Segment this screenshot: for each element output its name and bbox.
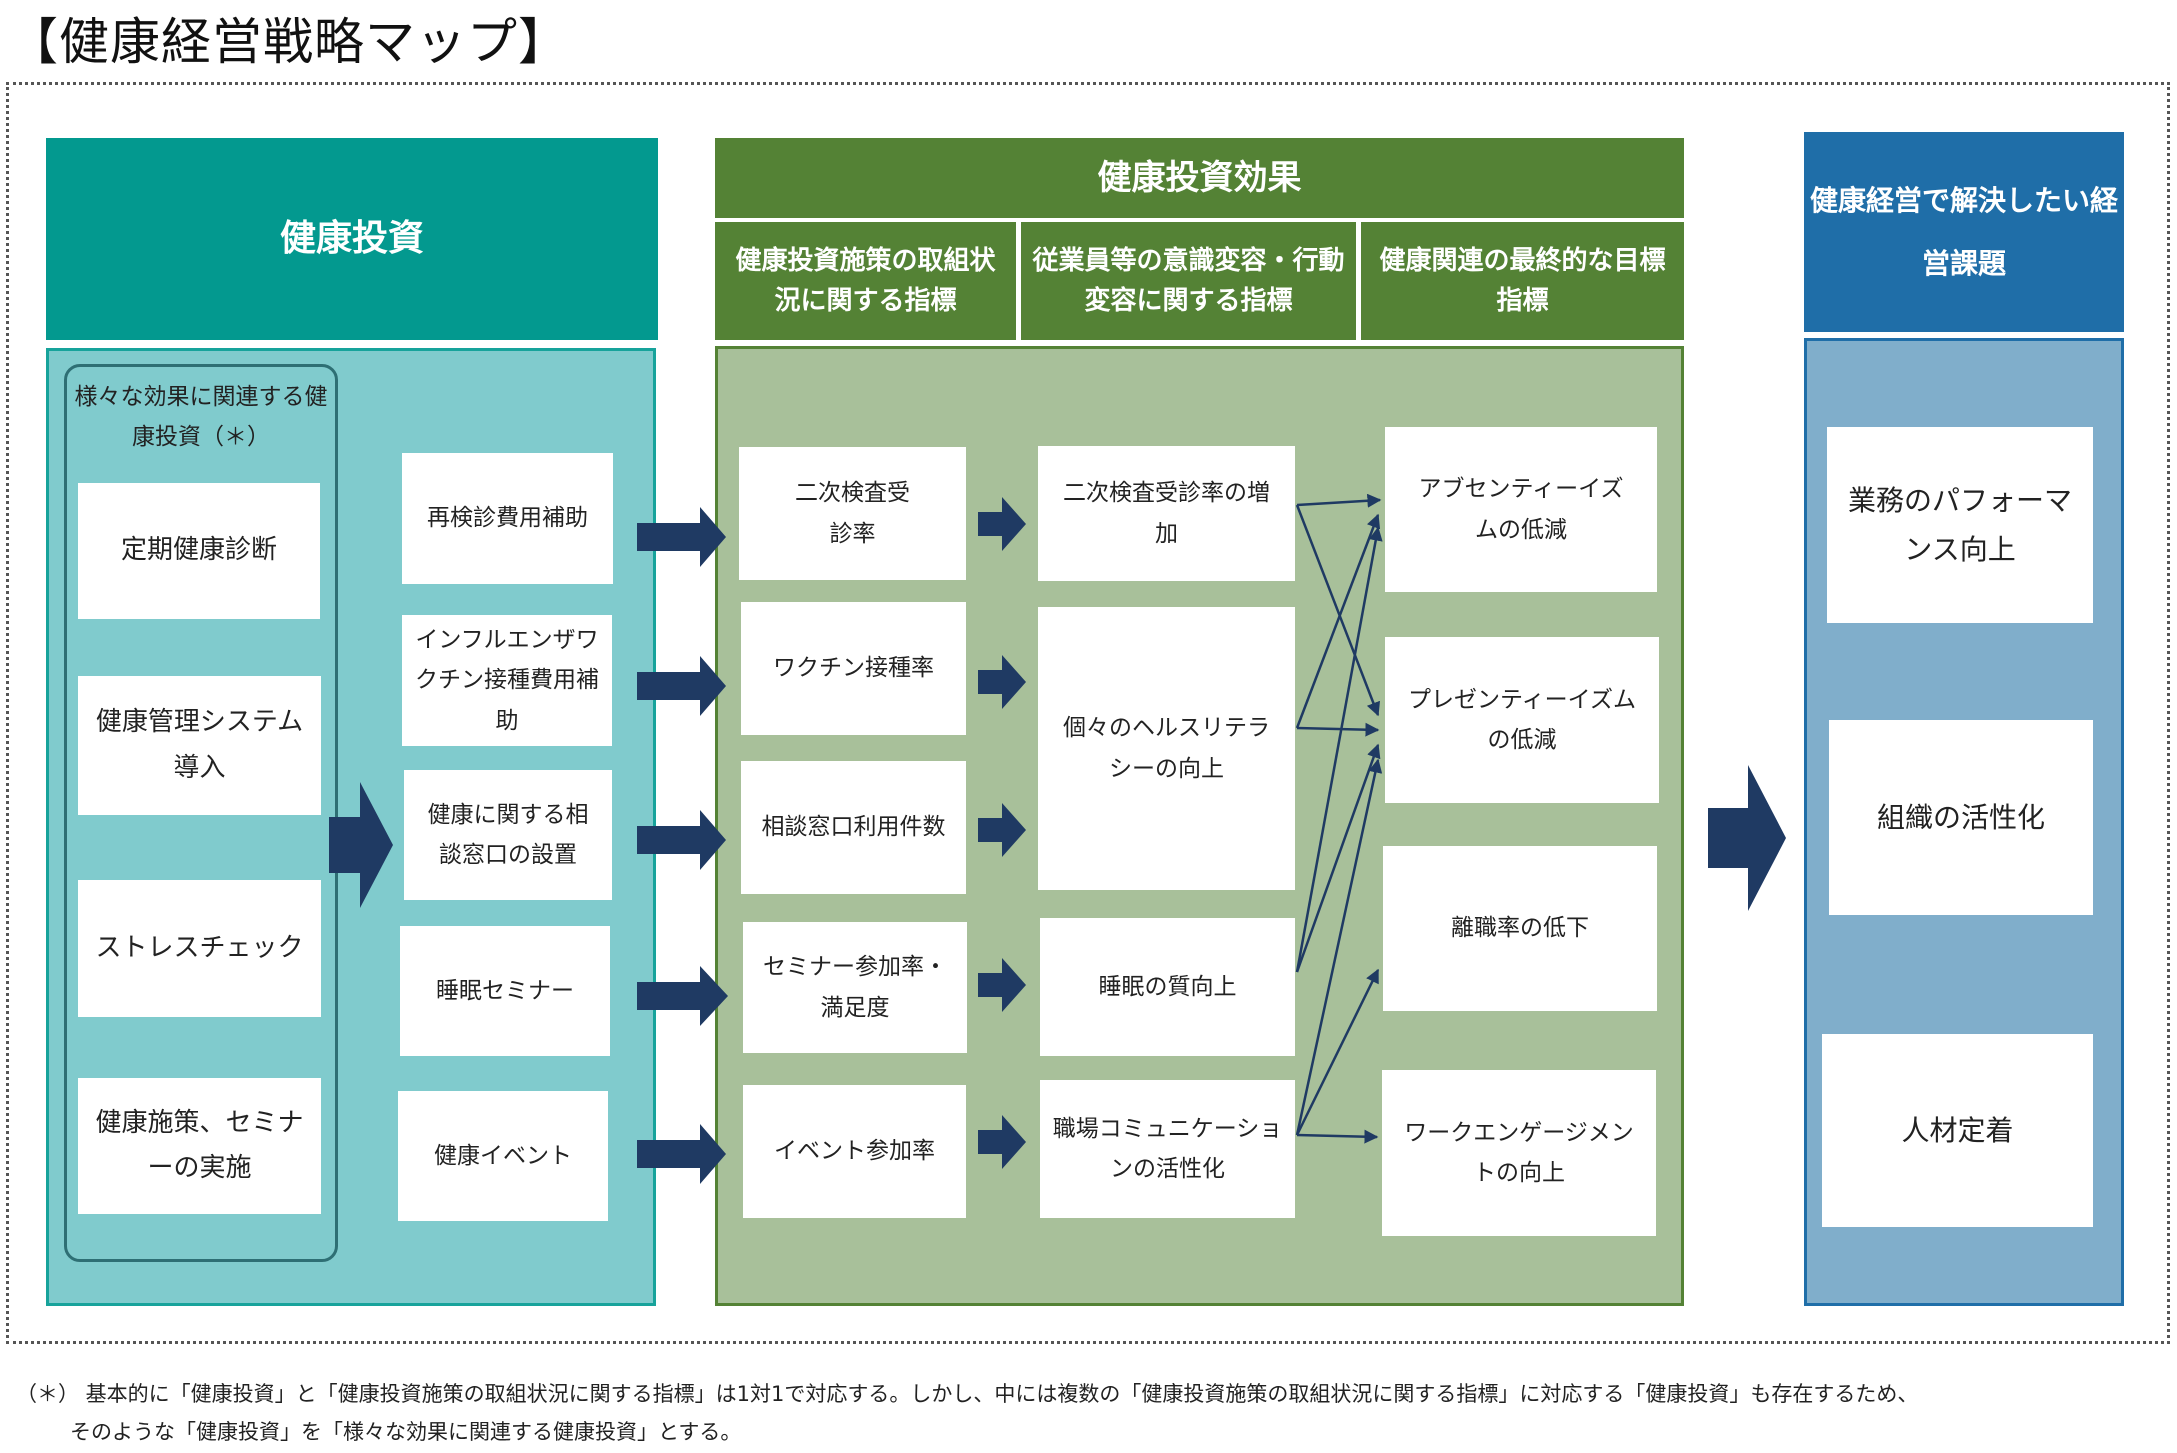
arrow-initiative-to-behavior-5: [978, 1115, 1026, 1169]
link-sleep-presenteeism: [1295, 743, 1381, 973]
investment-item-consultation-desk: 健康に関する相談窓口の設置: [404, 770, 612, 900]
behavior-indicator-sleep-quality: 睡眠の質向上: [1040, 918, 1295, 1056]
final-indicator-engagement: ワークエンゲージメントの向上: [1382, 1070, 1656, 1236]
issue-performance: 業務のパフォーマンス向上: [1827, 427, 2093, 623]
investment-item-health-event: 健康イベント: [398, 1091, 608, 1221]
footnote-line-1: （＊） 基本的に「健康投資」と「健康投資施策の取組状況に関する指標」は1対1で対…: [16, 1382, 1919, 1406]
issue-organization-activation: 組織の活性化: [1829, 720, 2093, 915]
final-indicator-presenteeism: プレゼンティーイズムの低減: [1385, 637, 1659, 803]
group-item-seminars: 健康施策、セミナーの実施: [78, 1078, 321, 1214]
big-arrow-effects-to-issues: [1708, 765, 1786, 911]
map-frame: [6, 82, 2170, 1344]
link-communication-engagement: [1296, 1129, 1379, 1144]
page-title: 【健康経営戦略マップ】: [8, 13, 569, 71]
link-recheck-absenteeism: [1296, 493, 1382, 508]
investment-item-recheck-subsidy: 再検診費用補助: [402, 453, 613, 584]
arrow-initiative-to-behavior-3: [978, 803, 1026, 857]
group-label: 様々な効果に関連する健康投資（＊）: [74, 384, 328, 450]
header-investment-effects: 健康投資効果: [715, 138, 1684, 218]
header-health-investment: 健康投資: [46, 138, 658, 340]
arrow-initiative-to-behavior-4: [978, 958, 1026, 1012]
arrow-investment-to-initiative-4: [637, 966, 728, 1026]
arrow-investment-to-initiative-2: [637, 656, 726, 716]
arrow-investment-to-initiative-5: [637, 1124, 726, 1184]
investment-item-sleep-seminar: 睡眠セミナー: [400, 926, 610, 1056]
link-literacy-presenteeism: [1296, 722, 1380, 737]
link-communication-turnover: [1295, 968, 1380, 1136]
arrow-initiative-to-behavior-1: [978, 497, 1026, 551]
header-business-issues: 健康経営で解決したい経営課題: [1804, 132, 2124, 332]
issue-talent-retention: 人材定着: [1822, 1034, 2093, 1227]
arrow-investment-to-initiative-3: [637, 810, 726, 870]
initiative-indicator-event-rate: イベント参加率: [743, 1085, 966, 1218]
initiative-indicator-seminar-rate: セミナー参加率・満足度: [743, 922, 967, 1053]
investment-item-vaccine-subsidy: インフルエンザワクチン接種費用補助: [402, 615, 612, 746]
multi-effect-investment-group: [64, 364, 338, 1262]
footnote-line-2: そのような「健康投資」を「様々な効果に関連する健康投資」とする。: [70, 1420, 742, 1444]
subheader-initiative-indicators: 健康投資施策の取組状況に関する指標: [715, 222, 1016, 340]
final-indicator-absenteeism: アブセンティーイズムの低減: [1385, 427, 1657, 592]
link-sleep-absenteeism: [1295, 526, 1383, 973]
link-recheck-presenteeism: [1295, 504, 1380, 717]
behavior-indicator-recheck-increase: 二次検査受診率の増加: [1038, 446, 1295, 581]
subheader-final-indicators: 健康関連の最終的な目標指標: [1361, 222, 1684, 340]
group-item-management-system: 健康管理システム導入: [78, 676, 321, 815]
behavior-indicator-communication: 職場コミュニケーションの活性化: [1040, 1080, 1295, 1218]
subheader-behavior-indicators: 従業員等の意識変容・行動変容に関する指標: [1021, 222, 1356, 340]
initiative-indicator-recheck-rate: 二次検査受診率: [739, 447, 966, 580]
link-literacy-absenteeism: [1295, 513, 1381, 729]
behavior-indicator-health-literacy: 個々のヘルスリテラシーの向上: [1038, 607, 1295, 890]
arrow-investment-to-initiative-1: [637, 507, 726, 567]
group-item-stress-check: ストレスチェック: [78, 880, 321, 1017]
group-item-health-checkup: 定期健康診断: [78, 483, 320, 619]
arrow-initiative-to-behavior-2: [978, 655, 1026, 709]
initiative-indicator-consultation-count: 相談窓口利用件数: [741, 761, 966, 894]
link-communication-presenteeism: [1295, 758, 1383, 1136]
initiative-indicator-vaccination-rate: ワクチン接種率: [741, 602, 966, 735]
final-indicator-turnover: 離職率の低下: [1383, 846, 1657, 1011]
big-arrow-group-to-investment: [329, 782, 393, 908]
